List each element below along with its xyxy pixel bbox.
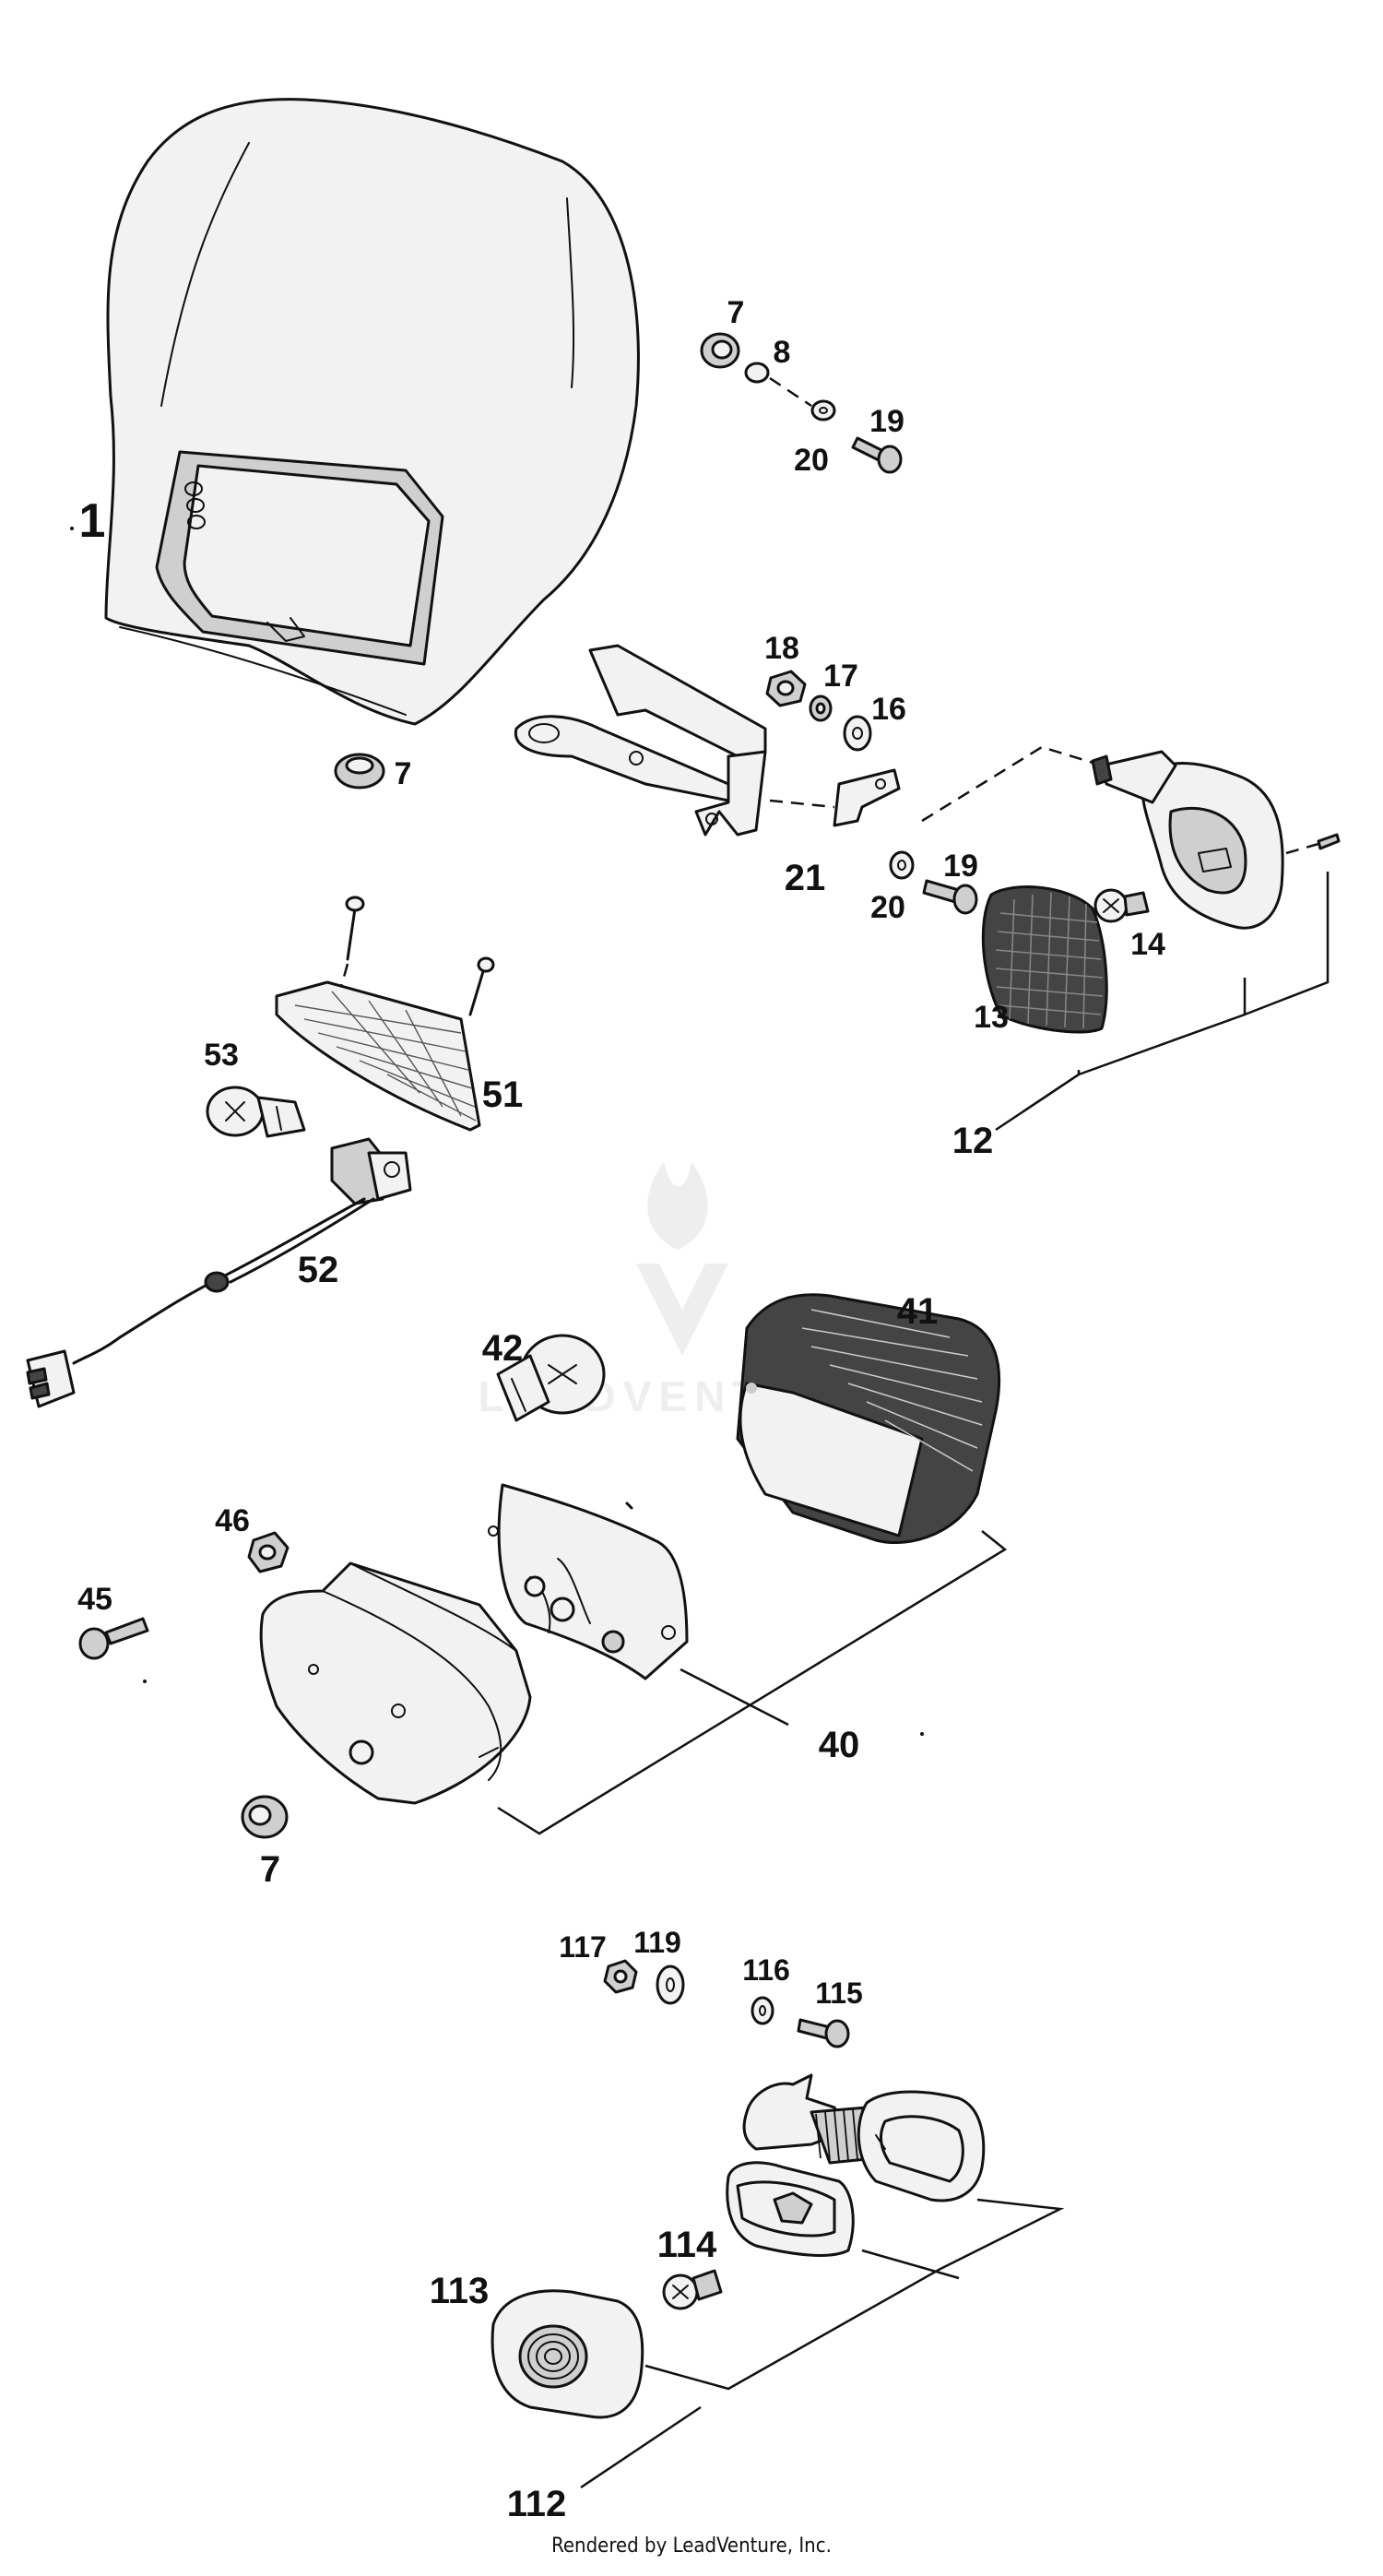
label-grommet-lower: 7 [395,756,412,791]
washer-top [810,399,836,421]
indicator-bulb [1093,888,1150,923]
leader-indicator-screw [1285,842,1319,855]
washer-front-b [751,1996,774,2025]
leader-plate-indicator [921,745,1103,823]
stray-dot [920,1732,924,1736]
grommet-tail [241,1795,289,1839]
plate-bulb [206,1086,306,1138]
label-tail-assembly: 40 [819,1725,860,1765]
label-washer-mid: 20 [870,890,905,925]
label-wiring-harness: 52 [298,1250,339,1290]
leader-top-hw [769,376,812,408]
wiring-harness [26,1137,412,1408]
tail-bulb [496,1334,606,1422]
indicator-screw [1317,833,1341,850]
headlight-mask [104,98,640,726]
tail-mount-plate [488,1483,689,1680]
label-tail-lens: 41 [897,1291,939,1332]
label-grommet-top: 7 [727,295,745,330]
footer-credit: Rendered by LeadVenture, Inc. [551,2534,832,2558]
label-washer-front-a: 119 [633,1926,681,1959]
label-nut-tail: 46 [215,1503,250,1538]
nut-bracket [765,670,807,707]
washer-mid [889,850,915,880]
grommet-top [700,332,740,369]
washer-bracket [843,715,872,752]
bracket [514,644,767,837]
label-bracket-plate: 21 [785,858,826,898]
label-washer-front-b: 116 [742,1953,790,1987]
plate-screw-b [468,956,495,1016]
label-front-lens: 113 [430,2271,490,2311]
label-screw-front: 115 [815,1977,863,2010]
label-front-bulb: 114 [657,2225,717,2265]
label-indicator-bulb: 14 [1130,927,1165,962]
label-plate-lens: 51 [482,1074,524,1115]
tail-small-screw [625,1502,633,1510]
front-indicator-housing [742,2073,986,2202]
label-plate-bulb: 53 [204,1038,239,1073]
label-screw-mid: 19 [943,849,978,884]
nut-front [603,1959,638,1994]
screw-mid [922,879,978,915]
label-washer-bracket: 16 [871,692,906,727]
leader-plate-screw [339,963,349,988]
front-bulb-holder [726,2161,855,2257]
label-screw-tail: 45 [77,1582,112,1617]
screw-tail [78,1617,149,1660]
leader-bracket-plate [769,799,835,809]
label-tail-bulb: 42 [482,1328,524,1369]
leader-front-assembly [580,2198,1065,2489]
screw-front [797,2018,850,2048]
label-bushing: 8 [774,335,791,370]
label-screw-top: 19 [869,404,904,439]
label-indicator-lens: 13 [974,1000,1009,1035]
front-bulb [662,2269,723,2310]
washer-front-a [656,1965,685,2005]
label-headlight-mask: 1 [79,494,106,548]
screw-top [851,436,903,474]
label-nut-front: 117 [559,1930,607,1964]
indicator-lens [981,885,1108,1034]
grommet-lower [334,753,385,789]
label-grommet-tail: 7 [260,1849,280,1890]
label-indicator-assembly: 12 [952,1121,994,1161]
front-lens [491,2289,644,2419]
label-washer-top: 20 [794,443,829,478]
tail-housing [259,1561,532,1805]
nut-tail [247,1531,290,1573]
label-nut-bracket: 18 [764,631,799,666]
leader-tail-assembly [497,1530,1008,1835]
label-lockwasher-bracket: 17 [823,659,858,694]
lockwasher-bracket [809,694,833,722]
bushing [744,362,770,384]
plate-screw-a [345,896,365,961]
stray-dot [70,527,74,530]
label-front-assembly: 112 [507,2484,567,2524]
tail-lens [736,1293,1001,1545]
bracket-plate [833,768,901,827]
indicator-housing [1091,750,1284,930]
stray-dot [143,1680,147,1683]
leader-indicator-line [995,1073,1080,1132]
plate-lens [275,980,481,1132]
